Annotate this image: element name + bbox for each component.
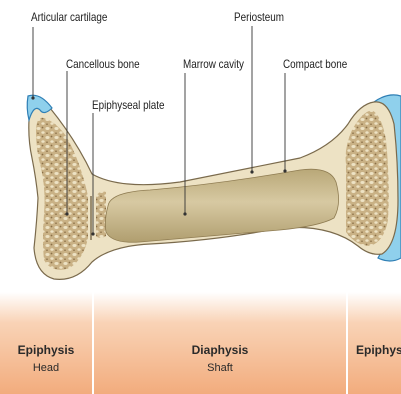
label-articular-cartilage: Articular cartilage [31,11,107,24]
right-cancellous-bone [346,110,389,246]
region-epiphysis-left: Epiphysis Head [0,292,92,394]
dot-cancellous-bone [65,212,68,215]
region-title: Diaphysis [94,343,346,357]
dot-marrow-cavity [183,212,186,215]
region-diaphysis: Diaphysis Shaft [94,292,346,394]
region-subtitle: Shaft [94,362,346,374]
label-periosteum: Periosteum [234,11,284,24]
label-marrow-cavity: Marrow cavity [183,58,245,71]
region-title: Epiphysis [0,343,92,357]
dot-compact-bone [283,169,286,172]
label-epiphyseal-plate: Epiphyseal plate [92,99,165,112]
dot-articular-cartilage [31,96,34,99]
diaphysis-spongy-strip [96,192,106,239]
region-title: Epiphysis [356,343,401,357]
dot-periosteum [250,170,253,173]
region-subtitle: Head [0,362,92,374]
region-epiphysis-right: Epiphysis [348,292,401,394]
label-compact-bone: Compact bone [283,58,347,71]
label-cancellous-bone: Cancellous bone [66,58,140,71]
dot-epiphyseal-plate [91,232,94,235]
